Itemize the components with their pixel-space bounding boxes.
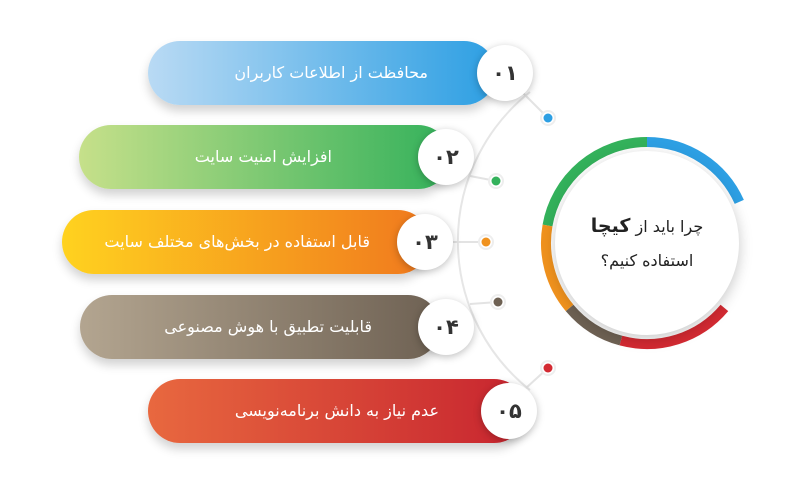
item-label-3: قابل استفاده در بخش‌های مختلف سایت xyxy=(104,232,370,251)
center-title-line-2: استفاده کنیم؟ xyxy=(600,250,694,270)
center-title-circle: چرا باید از کیچا استفاده کنیم؟ xyxy=(555,151,739,335)
item-number-badge-5: ۰۵ xyxy=(481,383,537,439)
connector-dot-1 xyxy=(543,113,553,123)
ring-segment-2 xyxy=(542,137,648,227)
center-title-prefix: چرا باید از xyxy=(635,216,704,236)
item-label-2: افزایش امنیت سایت xyxy=(194,147,332,166)
item-number-badge-2: ۰۲ xyxy=(418,129,474,185)
item-pill-5: عدم نیاز به دانش برنامه‌نویسی xyxy=(148,379,526,443)
connector-dot-4 xyxy=(493,297,503,307)
item-label-1: محافظت از اطلاعات کاربران xyxy=(234,63,428,82)
item-label-5: عدم نیاز به دانش برنامه‌نویسی xyxy=(234,401,439,420)
ring-segment-5 xyxy=(619,304,729,350)
connector-dot-3 xyxy=(481,237,491,247)
connector-dot-5 xyxy=(543,363,553,373)
center-brand-name: کیچا xyxy=(590,214,631,237)
item-pill-3: قابل استفاده در بخش‌های مختلف سایت xyxy=(62,210,430,274)
item-number-badge-4: ۰۴ xyxy=(418,299,474,355)
center-title-line-1: چرا باید از کیچا xyxy=(591,209,703,244)
item-pill-1: محافظت از اطلاعات کاربران xyxy=(148,41,496,105)
connector-dot-2 xyxy=(491,176,501,186)
ring-segment-3 xyxy=(540,224,574,312)
item-pill-2: افزایش امنیت سایت xyxy=(79,125,450,189)
item-pill-4: قابلیت تطبیق با هوش مصنوعی xyxy=(80,295,440,359)
item-label-4: قابلیت تطبیق با هوش مصنوعی xyxy=(164,317,372,336)
item-number-badge-3: ۰۳ xyxy=(397,214,453,270)
item-number-badge-1: ۰۱ xyxy=(477,45,533,101)
ring-segment-4 xyxy=(565,304,623,346)
ring-segment-1 xyxy=(646,137,744,205)
